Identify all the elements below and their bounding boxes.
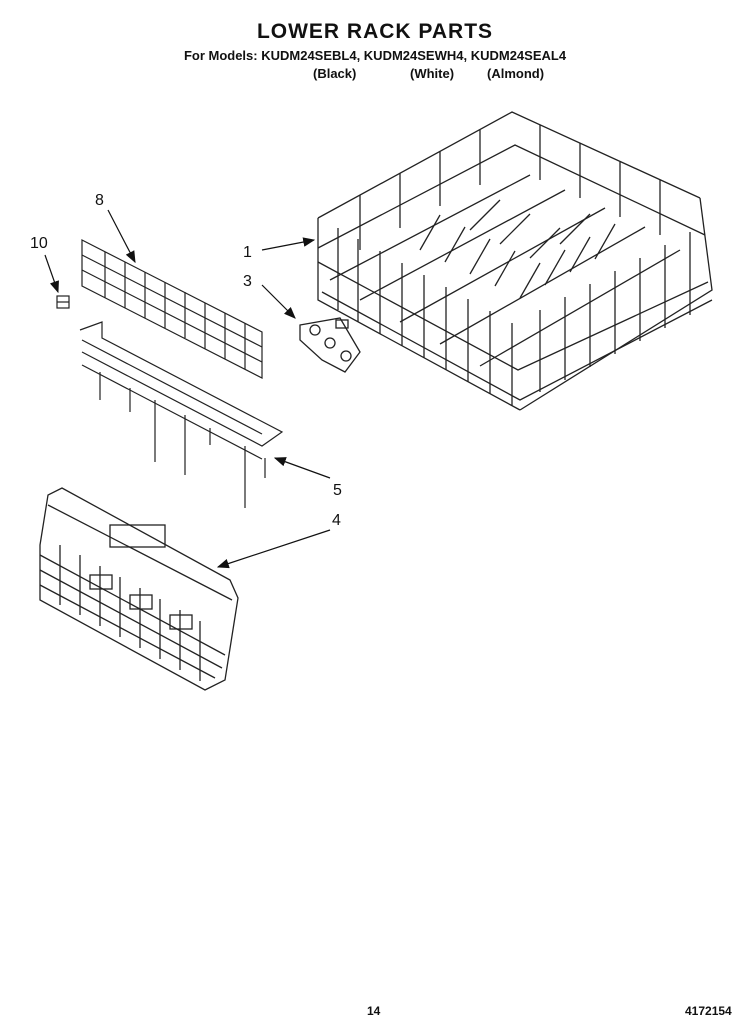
callout-5: 5 bbox=[333, 482, 342, 499]
silverware-basket-part-4 bbox=[39, 487, 239, 691]
page-title: LOWER RACK PARTS bbox=[256, 20, 494, 43]
model-list: For Models: KUDM24SEBL4, KUDM24SEWH4, KU… bbox=[183, 48, 567, 63]
color-almond-label: (Almond) bbox=[487, 66, 545, 81]
tine-row-part-8 bbox=[81, 239, 263, 379]
rack-roller-part-3 bbox=[299, 317, 361, 373]
document-code: 4172154 bbox=[685, 1004, 732, 1018]
color-black-label: (Black) bbox=[313, 66, 357, 81]
clip-part-10 bbox=[56, 295, 70, 309]
callout-3: 3 bbox=[243, 273, 252, 290]
callout-1: 1 bbox=[243, 244, 252, 261]
leader-lines bbox=[44, 209, 331, 569]
tine-row-part-5 bbox=[79, 321, 284, 508]
lower-rack-part-1 bbox=[317, 111, 713, 411]
callout-4: 4 bbox=[332, 512, 341, 529]
callout-8: 8 bbox=[95, 192, 104, 209]
color-white-label: (White) bbox=[410, 66, 455, 81]
page-number: 14 bbox=[367, 1004, 381, 1018]
callout-10: 10 bbox=[30, 235, 48, 252]
